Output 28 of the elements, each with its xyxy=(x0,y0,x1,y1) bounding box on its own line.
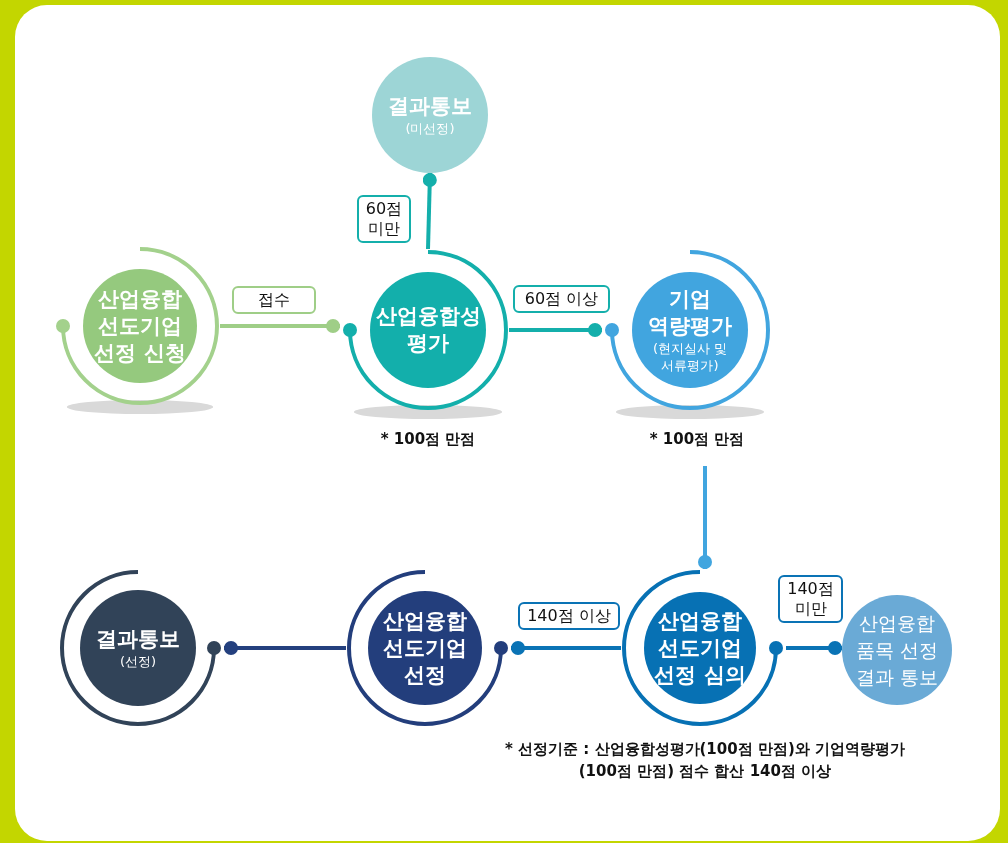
score-note: * 선정기준 : 산업융합성평가(100점 만점)와 기업역량평가(100점 만점) 점수 합산 140점 이상 xyxy=(504,739,906,782)
score-note: * 100점 만점 xyxy=(648,429,746,450)
connector-line xyxy=(698,466,712,569)
step-circle xyxy=(372,57,488,173)
step-title: 결과통보 xyxy=(387,93,473,120)
step-note: (현지실사 및 서류평가) xyxy=(651,340,729,374)
step-note: (미선정) xyxy=(404,120,456,137)
step-title: 산업융합 선도기업 선정 신청 xyxy=(93,285,187,367)
step-circle xyxy=(842,595,952,705)
edge-label: 140점 미만 xyxy=(778,575,843,623)
connector-line xyxy=(509,323,602,337)
step-title: 산업융합성 평가 xyxy=(374,303,482,357)
edge-label: 접수 xyxy=(232,286,316,314)
step-title: 기업 역량평가 xyxy=(647,286,733,340)
connector-line xyxy=(511,641,621,655)
connector-line xyxy=(224,641,346,655)
step-title: 산업융합 선도기업 선정 xyxy=(382,607,468,689)
score-note: * 100점 만점 xyxy=(379,429,477,450)
step-note: (선정) xyxy=(118,653,158,670)
connector-line xyxy=(220,319,340,333)
edge-label: 60점 이상 xyxy=(513,285,610,313)
edge-label: 60점 미만 xyxy=(357,195,411,243)
connector-line xyxy=(786,641,842,655)
edge-label: 140점 이상 xyxy=(518,602,620,630)
step-title: 결과통보 xyxy=(95,626,181,653)
connector-line xyxy=(422,172,437,250)
step-title: 산업융합 품목 선정 결과 통보 xyxy=(854,610,939,690)
step-title: 산업융합 선도기업 선정 심의 xyxy=(653,607,747,689)
